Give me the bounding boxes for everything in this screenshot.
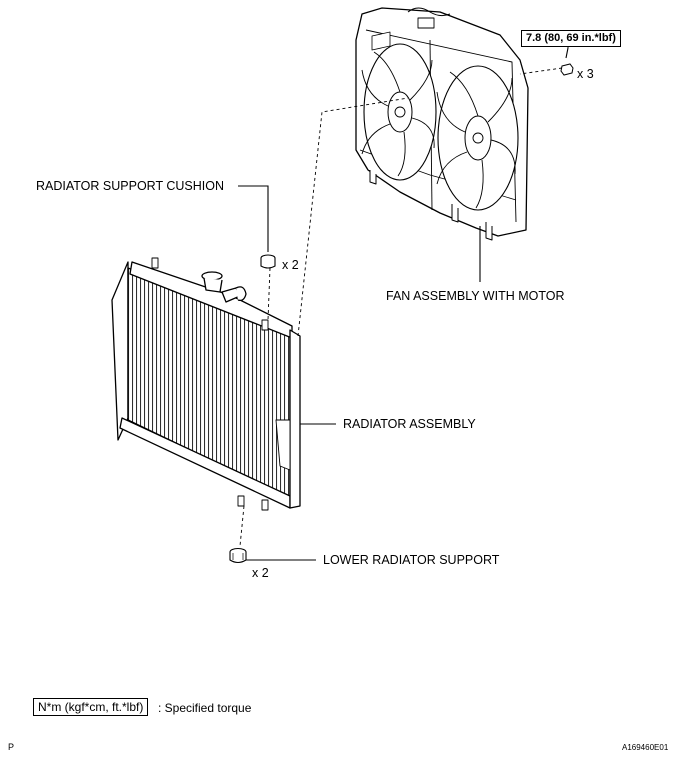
torque-unit-legend-box: N*m (kgf*cm, ft.*lbf)	[33, 698, 149, 716]
lower-support-label: LOWER RADIATOR SUPPORT	[323, 553, 500, 567]
cushion-label: RADIATOR SUPPORT CUSHION	[36, 179, 224, 193]
lower-support-icon	[229, 547, 247, 564]
bolt-quantity: x 3	[577, 67, 594, 81]
page-letter: P	[8, 742, 15, 752]
fan-assembly	[355, 7, 529, 241]
leader-lines	[238, 185, 481, 561]
torque-spec-box: 7.8 (80, 69 in.*lbf)	[521, 30, 621, 47]
figure-id: A169460E01	[622, 743, 669, 752]
support-cushion-icon	[260, 254, 276, 269]
alignment-lines	[239, 67, 563, 547]
bolt-icon	[560, 47, 574, 76]
legend-description: : Specified torque	[158, 701, 252, 715]
cushion-quantity: x 2	[282, 258, 299, 272]
radiator-assembly	[111, 257, 301, 511]
radiator-label: RADIATOR ASSEMBLY	[343, 417, 476, 431]
lower-support-quantity: x 2	[252, 566, 269, 580]
fan-label: FAN ASSEMBLY WITH MOTOR	[386, 289, 565, 303]
